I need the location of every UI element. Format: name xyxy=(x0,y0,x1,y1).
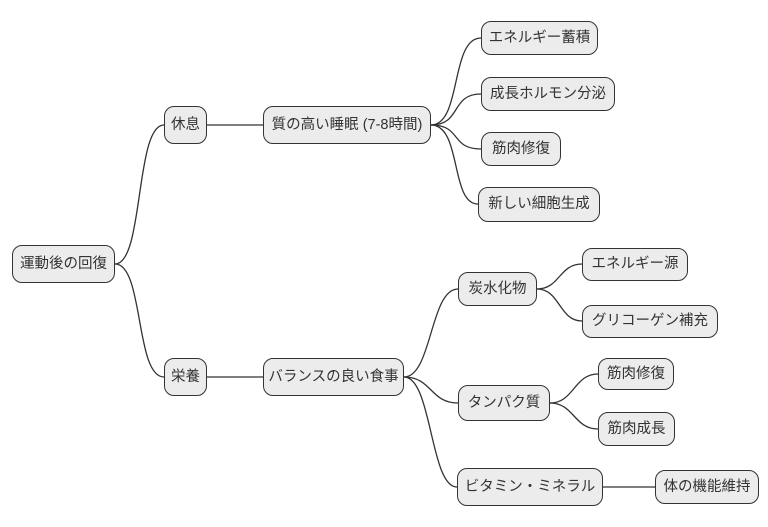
node-rest: 休息 xyxy=(164,106,207,144)
edge-meal-carbs xyxy=(403,288,459,378)
node-energy-source: エネルギー源 xyxy=(582,248,688,281)
node-balanced-meal: バランスの良い食事 xyxy=(263,358,404,396)
node-cell-generation: 新しい細胞生成 xyxy=(478,187,600,222)
edge-carbs-energy-source xyxy=(536,263,583,290)
edge-protein-muscle-repair xyxy=(549,373,599,404)
edge-carbs-glycogen xyxy=(536,288,583,322)
node-glycogen-refill: グリコーゲン補充 xyxy=(582,305,718,338)
node-vitamins-minerals: ビタミン・ミネラル xyxy=(457,468,603,506)
node-body-function: 体の機能維持 xyxy=(655,470,759,504)
node-muscle-growth: 筋肉成長 xyxy=(598,412,675,446)
edge-sleep-muscle-repair xyxy=(430,124,482,150)
edge-meal-vitamins xyxy=(403,376,458,488)
node-protein: タンパク質 xyxy=(458,385,550,421)
edge-sleep-growth-hormone xyxy=(430,93,482,126)
node-carbohydrates: 炭水化物 xyxy=(458,272,537,306)
node-muscle-repair-protein: 筋肉修復 xyxy=(598,358,674,390)
edge-protein-muscle-growth xyxy=(549,402,599,430)
node-root: 運動後の回復 xyxy=(12,245,115,283)
node-nutrition: 栄養 xyxy=(164,358,207,396)
edge-sleep-cell-generation xyxy=(430,124,479,205)
node-growth-hormone: 成長ホルモン分泌 xyxy=(481,77,615,111)
node-muscle-repair-sleep: 筋肉修復 xyxy=(481,132,561,166)
node-energy-storage: エネルギー蓄積 xyxy=(481,21,598,55)
node-quality-sleep: 質の高い睡眠 (7-8時間) xyxy=(263,106,431,144)
edge-root-rest xyxy=(114,124,165,265)
edge-meal-protein xyxy=(403,376,459,404)
edge-root-nutrition xyxy=(114,263,165,378)
edge-sleep-energy-storage xyxy=(430,37,482,126)
